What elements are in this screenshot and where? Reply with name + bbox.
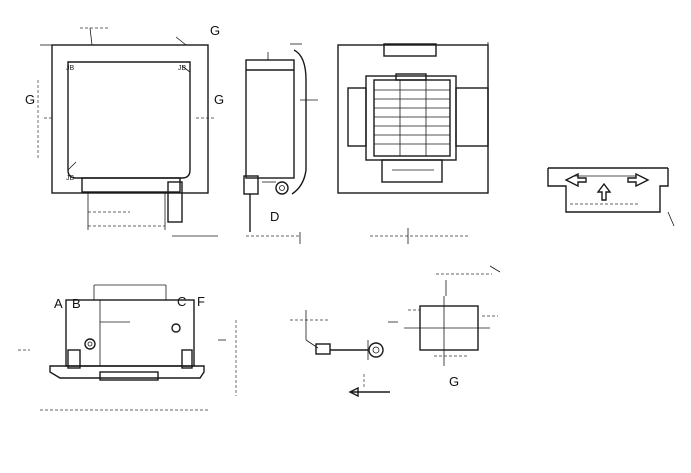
corner-mark-bl: JB [66, 175, 75, 182]
section-view-abcf [18, 284, 237, 411]
pipe-detail-view [290, 310, 398, 398]
corner-mark-tl: JB [66, 65, 75, 72]
label-g-top: G [210, 23, 220, 38]
side-view [243, 43, 318, 244]
label-f: F [197, 294, 205, 309]
detail-view-arrows [547, 167, 675, 227]
label-d: D [270, 209, 279, 224]
label-g-mid: G [214, 92, 224, 107]
front-view-panel [37, 27, 218, 237]
label-c: C [177, 294, 186, 309]
top-view-grille [337, 42, 489, 244]
corner-mark-tr: JB [178, 65, 187, 72]
label-b: B [72, 296, 81, 311]
label-g-left: G [25, 92, 35, 107]
label-g-bottom: G [449, 374, 459, 389]
label-a: A [54, 296, 63, 311]
crosshair-detail-view [404, 265, 501, 366]
